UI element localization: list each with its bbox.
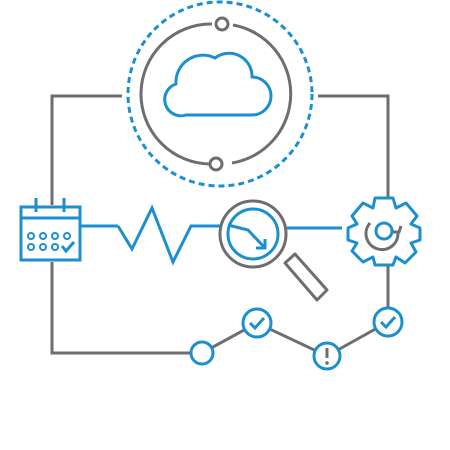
cloud-icon — [163, 51, 273, 118]
calendar-days — [27, 232, 71, 251]
connector-lines — [50, 94, 390, 355]
gear-refresh-icon — [346, 196, 422, 267]
status-node-ok-1 — [241, 307, 273, 339]
status-node-ok-2 — [372, 306, 404, 338]
magnifier-handle — [283, 252, 329, 302]
refresh-arrowhead — [393, 225, 403, 234]
calendar-icon — [19, 198, 82, 262]
check-icon — [248, 316, 266, 331]
gear-hole — [374, 221, 394, 241]
zigzag-wave — [116, 204, 222, 266]
status-connector — [201, 320, 389, 358]
inner-arc-left — [139, 22, 213, 166]
orbit-node-top — [214, 16, 230, 32]
status-node-start — [189, 340, 215, 366]
connector-right-top — [318, 94, 390, 198]
trend-down-arrowhead — [256, 239, 267, 250]
dashed-orbit — [126, 0, 314, 188]
inner-arc-right — [231, 23, 293, 165]
refresh-arc-icon — [364, 222, 400, 252]
connector-left-bottom — [50, 262, 190, 355]
signal-line — [80, 204, 342, 266]
status-path — [189, 306, 404, 371]
calendar-check-icon — [60, 241, 76, 254]
trend-down-line — [227, 223, 267, 250]
cloud-node — [126, 0, 314, 188]
status-node-alert — [312, 341, 342, 371]
orbit-node-bottom — [208, 156, 224, 172]
magnifier-trend-down-icon — [218, 199, 329, 302]
check-icon — [379, 315, 397, 330]
connector-left-top — [50, 94, 122, 205]
calendar-body — [19, 205, 82, 262]
